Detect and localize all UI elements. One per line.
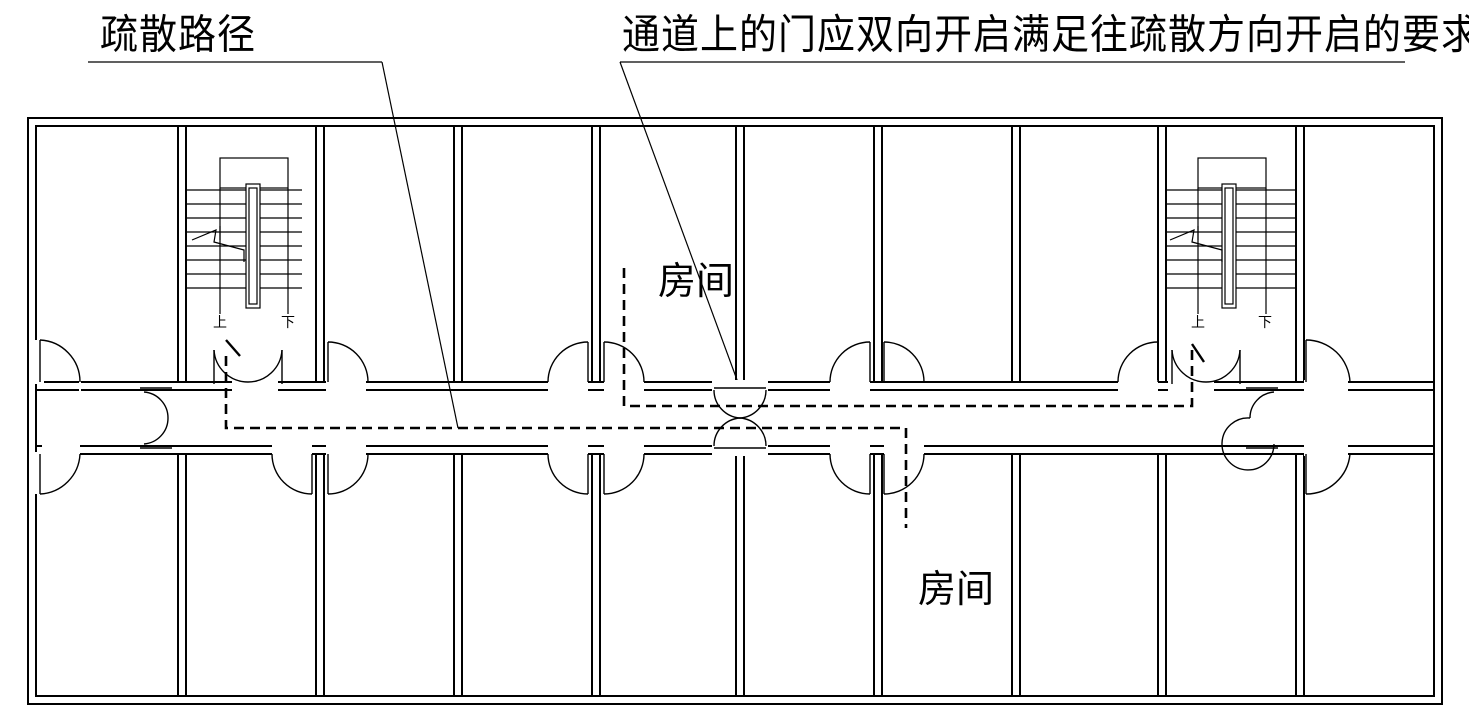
stair-right xyxy=(1166,157,1296,314)
door-leader xyxy=(619,61,741,389)
upper-partitions xyxy=(177,126,1305,382)
lower-room-label: 房间 xyxy=(918,567,995,611)
door-gaps xyxy=(34,340,1348,494)
route-arrows xyxy=(225,339,1205,363)
evacuation-route-label: 疏散路径 xyxy=(100,10,257,59)
route-leader xyxy=(381,61,459,429)
annotation-leaders xyxy=(88,61,1405,429)
upper-room-label: 房间 xyxy=(658,259,735,303)
stair-left-up-label: 上 xyxy=(213,315,227,331)
stair-right-up-label: 上 xyxy=(1191,315,1205,331)
lower-partitions xyxy=(177,454,1305,696)
stair-left-down-label: 下 xyxy=(281,315,295,331)
stair-left xyxy=(186,157,302,314)
route-upper xyxy=(622,268,1194,408)
door-requirement-label: 通道上的门应双向开启满足往疏散方向开启的要求 xyxy=(622,10,1469,59)
evacuation-routes xyxy=(224,268,1194,528)
door-swings xyxy=(39,339,1351,495)
route-main xyxy=(224,356,908,528)
stair-right-down-label: 下 xyxy=(1258,315,1272,331)
corridor-walls xyxy=(36,381,1434,455)
